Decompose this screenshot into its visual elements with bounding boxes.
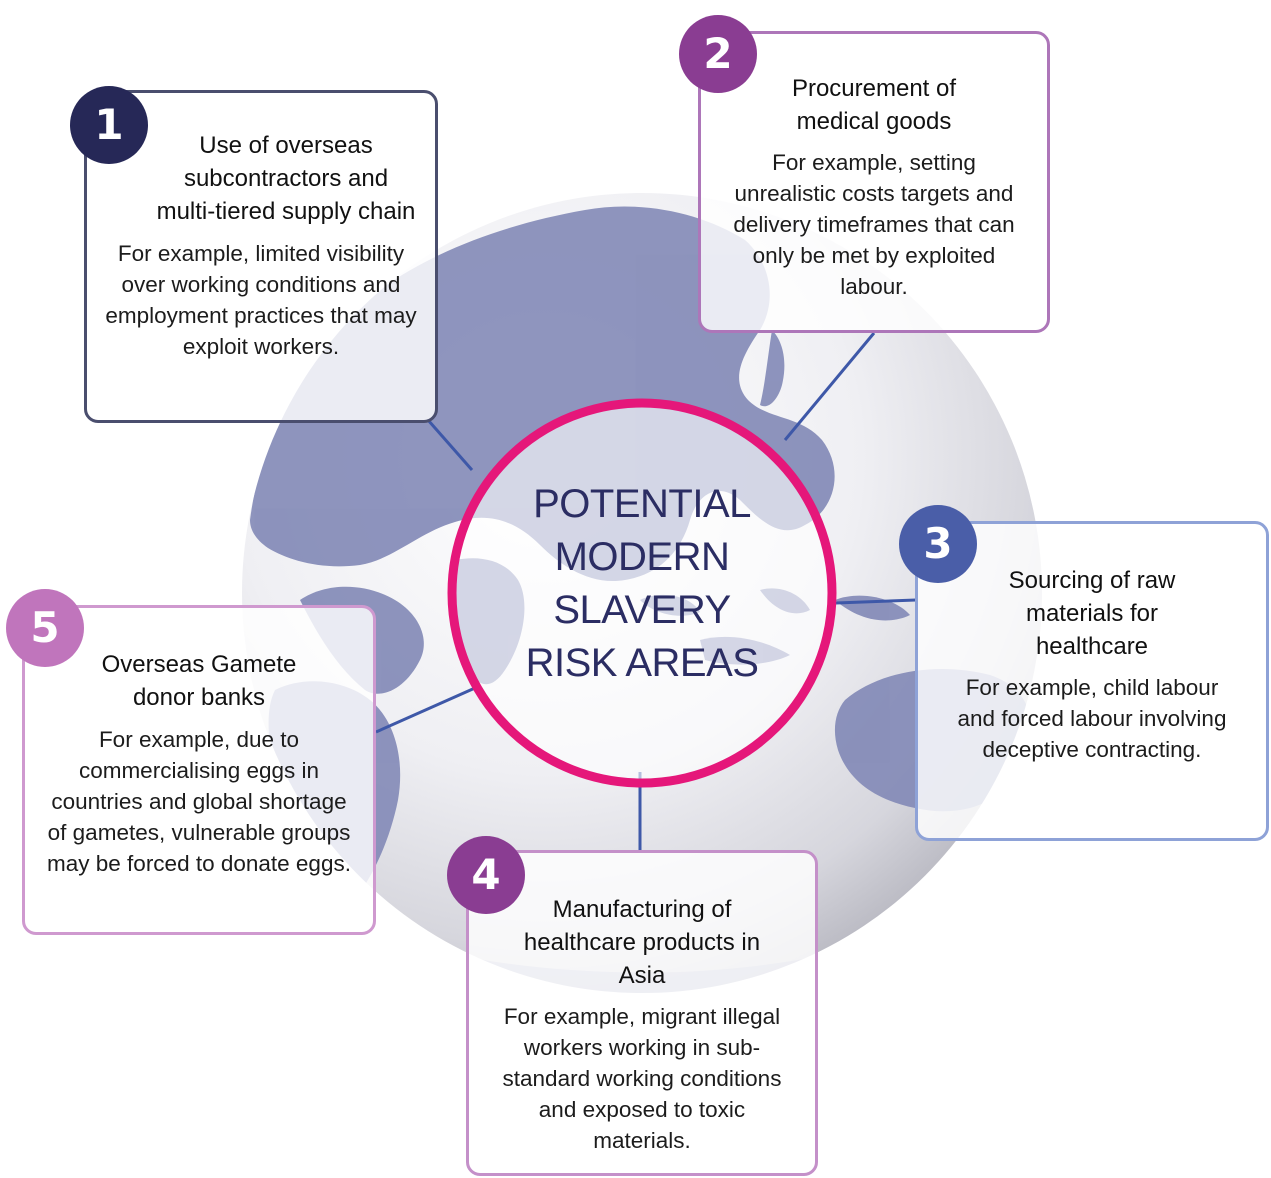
risk-area-description-4: For example, migrant illegal workers wor… xyxy=(502,1004,782,1153)
connector-5 xyxy=(375,686,476,734)
risk-area-card-1: Use of overseas subcontractors and multi… xyxy=(84,90,438,423)
risk-area-card-2: Procurement of medical goods For example… xyxy=(698,31,1050,333)
number-badge-2: 2 xyxy=(679,15,757,93)
number-badge-1: 1 xyxy=(70,86,148,164)
risk-area-description-5: For example, due to commercialising eggs… xyxy=(47,727,351,876)
center-title-line-4: RISK AREAS xyxy=(525,641,759,685)
risk-area-description-3: For example, child labour and forced lab… xyxy=(957,675,1227,762)
connector-2 xyxy=(783,332,876,441)
number-badge-4: 4 xyxy=(447,836,525,914)
risk-area-title-5: Overseas Gamete donor banks xyxy=(101,651,297,711)
risk-area-title-4: Manufacturing of healthcare products in … xyxy=(523,896,761,989)
center-title-line-2: MODERN xyxy=(554,535,730,579)
center-title: POTENTIAL MODERN SLAVERY RISK AREAS xyxy=(492,478,792,690)
risk-area-card-5: Overseas Gamete donor banks For example,… xyxy=(22,605,376,935)
connector-3 xyxy=(835,598,917,605)
risk-area-card-3: Sourcing of raw materials for healthcare… xyxy=(915,521,1269,841)
center-title-line-3: SLAVERY xyxy=(553,588,731,632)
risk-area-title-2: Procurement of medical goods xyxy=(791,75,957,135)
risk-area-title-3: Sourcing of raw materials for healthcare xyxy=(1008,567,1176,660)
risk-area-title-1: Use of overseas subcontractors and multi… xyxy=(156,132,416,225)
risk-area-card-4: Manufacturing of healthcare products in … xyxy=(466,850,818,1176)
risk-area-description-2: For example, setting unrealistic costs t… xyxy=(733,150,1015,299)
connector-lines xyxy=(375,332,917,850)
center-title-line-1: POTENTIAL xyxy=(533,482,751,526)
center-ring xyxy=(447,398,837,788)
number-badge-3: 3 xyxy=(899,505,977,583)
number-badge-5: 5 xyxy=(6,589,84,667)
risk-area-description-1: For example, limited visibility over wor… xyxy=(105,241,417,359)
connector-1 xyxy=(426,419,474,471)
